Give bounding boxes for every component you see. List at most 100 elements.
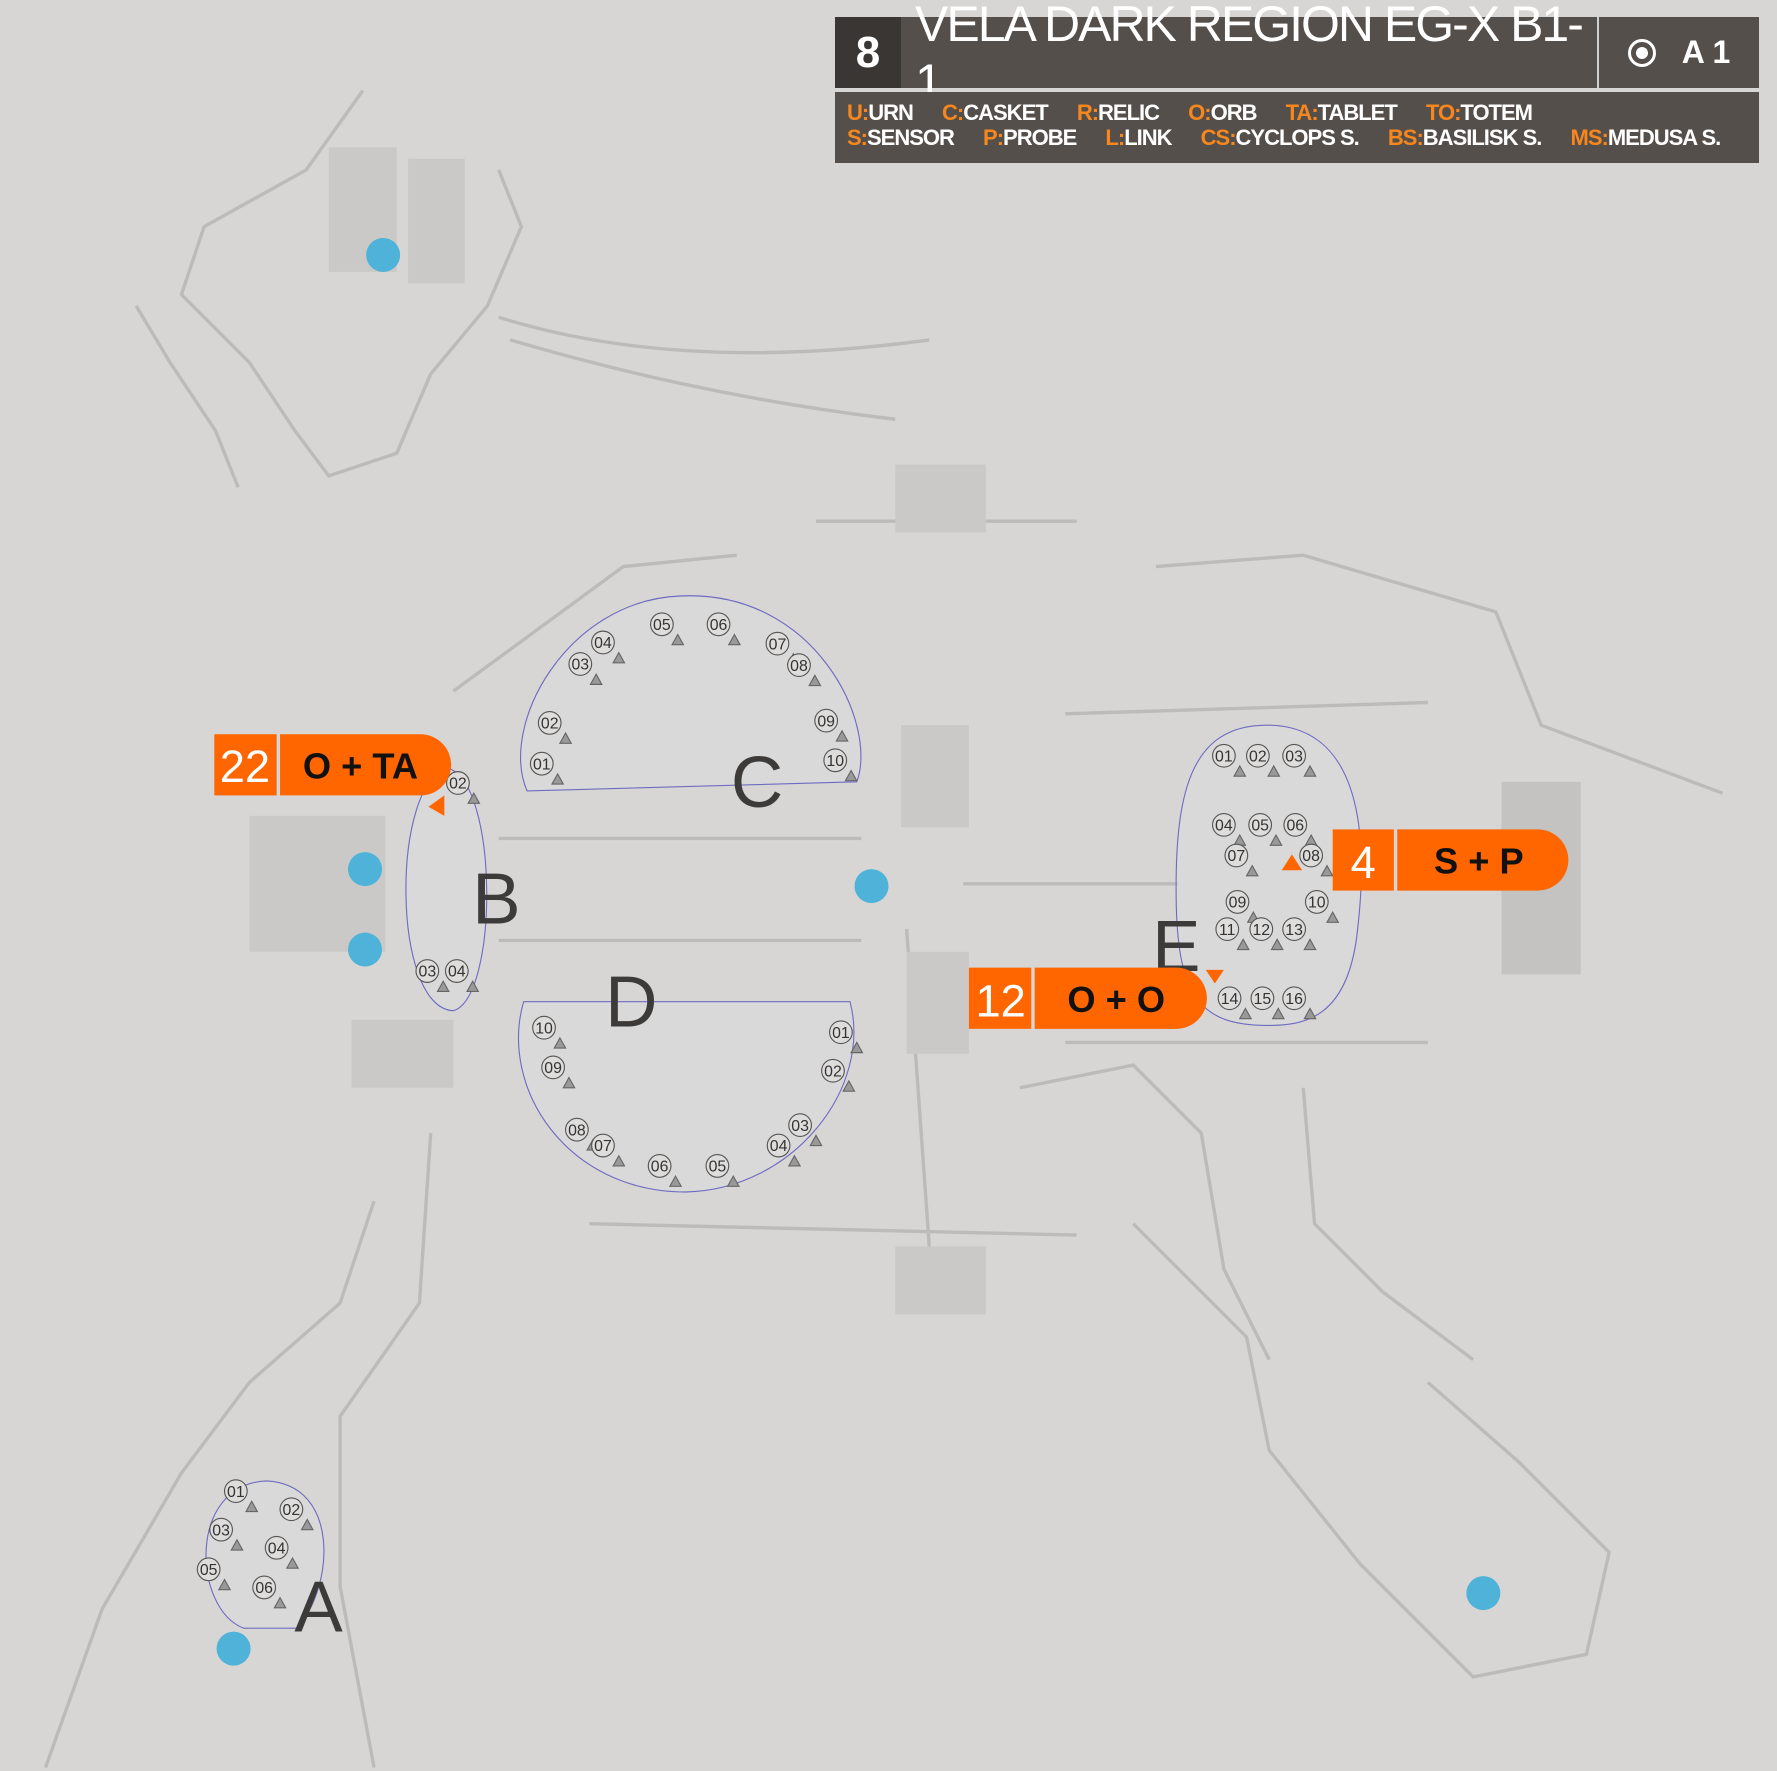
spawn-marker[interactable]: 02	[1245, 743, 1281, 777]
waypoint-marker[interactable]	[854, 869, 889, 904]
spawn-marker[interactable]: 13	[1282, 917, 1317, 951]
spawn-marker[interactable]: 01	[529, 751, 565, 785]
spawn-marker[interactable]: 06	[706, 612, 742, 646]
spawn-direction-icon	[217, 1578, 232, 1591]
zone-d-outline	[518, 1001, 855, 1193]
spawn-marker[interactable]: 03	[568, 652, 603, 685]
spawn-direction-icon	[727, 633, 742, 646]
callouts: 22 O + TA 4 S + P 12 O + O	[214, 734, 1569, 1029]
spawn-marker-label: 09	[817, 713, 835, 730]
callout-items: O + TA	[303, 745, 418, 786]
spawn-direction-icon	[842, 1079, 856, 1092]
spawn-marker-circle	[591, 1133, 615, 1158]
spawn-direction-icon	[1267, 764, 1281, 777]
spawn-marker[interactable]: 05	[1248, 812, 1283, 846]
spawn-marker[interactable]: 01	[1211, 743, 1247, 777]
waypoint-marker[interactable]	[1466, 1576, 1501, 1611]
spawn-marker[interactable]: 03	[209, 1517, 244, 1551]
spawn-marker-circle	[1248, 812, 1273, 837]
waypoint-marker[interactable]	[348, 852, 383, 887]
spawn-marker[interactable]: 05	[196, 1557, 232, 1591]
spawn-direction-icon	[230, 1538, 244, 1551]
legend-item: MS:MEDUSA S.	[1570, 125, 1722, 150]
spawn-marker[interactable]: 04	[444, 959, 480, 993]
spawn-marker[interactable]: 03	[1282, 743, 1317, 777]
spawn-marker-label: 07	[1228, 848, 1246, 865]
waypoint-marker[interactable]	[366, 237, 401, 272]
spawn-marker-circle	[647, 1154, 672, 1178]
spawn-marker[interactable]: 02	[821, 1058, 856, 1092]
spawn-marker[interactable]: 02	[446, 771, 481, 804]
spawn-marker[interactable]: 11	[1215, 917, 1250, 951]
spawn-marker[interactable]: 15	[1250, 986, 1285, 1020]
spawn-marker[interactable]: 10	[532, 1015, 567, 1049]
spawn-marker[interactable]: 06	[647, 1154, 683, 1187]
spawn-marker-label: 01	[227, 1484, 245, 1501]
spawn-direction-icon	[589, 673, 603, 685]
spawn-marker-label: 03	[1285, 748, 1303, 765]
spawn-marker[interactable]: 01	[223, 1479, 259, 1513]
spawn-marker-label: 11	[1219, 922, 1236, 939]
legend-item: R:RELIC	[1076, 100, 1160, 125]
spawn-marker-circle	[829, 1020, 853, 1045]
legend-item: S:SENSOR	[847, 125, 955, 150]
spawn-marker-label: 09	[544, 1060, 562, 1077]
spawn-direction-icon	[1303, 764, 1317, 777]
zone-label-c: C	[731, 742, 783, 823]
spawn-marker-circle	[444, 959, 469, 983]
spawn-marker-label: 01	[1215, 748, 1233, 765]
spawn-marker[interactable]: 04	[766, 1133, 802, 1167]
spawn-marker-circle	[279, 1497, 304, 1522]
spawn-marker[interactable]: 02	[537, 711, 573, 744]
legend-row: S:SENSOR P:PROBE L:LINK CS:CYCLOPS S. BS…	[847, 125, 1747, 150]
spawn-marker[interactable]: 03	[788, 1113, 823, 1147]
spawn-direction-icon	[245, 1500, 259, 1513]
spawn-marker[interactable]: 07	[1224, 843, 1259, 877]
spawn-direction-icon	[1233, 764, 1247, 777]
spawn-marker-label: 04	[448, 964, 466, 981]
spawn-marker-circle	[1224, 843, 1249, 868]
spawn-marker[interactable]: 08	[1299, 843, 1334, 877]
spawn-marker[interactable]: 02	[279, 1497, 314, 1531]
spawn-marker[interactable]: 10	[823, 748, 858, 782]
spawn-marker[interactable]: 07	[591, 1133, 626, 1167]
spawn-marker-label: 02	[824, 1063, 842, 1080]
spawn-marker-circle	[1282, 917, 1307, 942]
spawn-marker[interactable]: 09	[814, 708, 849, 742]
spawn-marker-circle	[1282, 986, 1307, 1011]
spawn-direction-icon	[436, 980, 450, 993]
spawn-marker[interactable]: 06	[252, 1575, 287, 1609]
spawn-direction-icon	[835, 729, 849, 742]
spawn-marker-circle	[1225, 890, 1250, 914]
zone-c-outline	[520, 595, 862, 792]
spawn-marker-label: 13	[1285, 922, 1303, 939]
legend-item: U:URN	[847, 100, 914, 125]
spawn-marker[interactable]: 08	[787, 653, 822, 687]
spawn-direction-icon	[1270, 938, 1284, 951]
spawn-marker[interactable]: 14	[1217, 986, 1253, 1020]
spawn-marker-label: 02	[1249, 748, 1267, 765]
spawn-marker-circle	[823, 748, 848, 773]
spawn-marker[interactable]: 10	[1304, 890, 1340, 923]
spawn-marker[interactable]: 16	[1282, 986, 1317, 1020]
spawn-marker-label: 04	[268, 1540, 286, 1557]
spawn-marker[interactable]: 04	[591, 630, 626, 664]
spawn-direction-icon	[553, 1036, 567, 1049]
spawn-marker[interactable]: 01	[829, 1020, 864, 1054]
spawn-marker[interactable]: 03	[415, 959, 450, 993]
legend-item: CS:CYCLOPS S.	[1200, 125, 1360, 150]
spawn-marker[interactable]: 09	[541, 1055, 576, 1089]
spawn-marker-circle	[1211, 812, 1236, 837]
spawn-direction-icon	[612, 1154, 626, 1167]
waypoint-marker[interactable]	[348, 932, 383, 967]
spawn-marker-circle	[705, 1154, 730, 1178]
spawn-marker-circle	[787, 653, 811, 678]
spawn-marker-label: 07	[594, 1138, 612, 1155]
spawn-marker[interactable]: 05	[649, 612, 685, 646]
spawn-marker[interactable]: 12	[1249, 917, 1284, 951]
spawn-marker-circle	[766, 1133, 791, 1158]
waypoint-marker[interactable]	[216, 1631, 251, 1666]
spawn-marker[interactable]: 05	[705, 1154, 740, 1187]
spawn-marker[interactable]: 04	[264, 1535, 300, 1569]
